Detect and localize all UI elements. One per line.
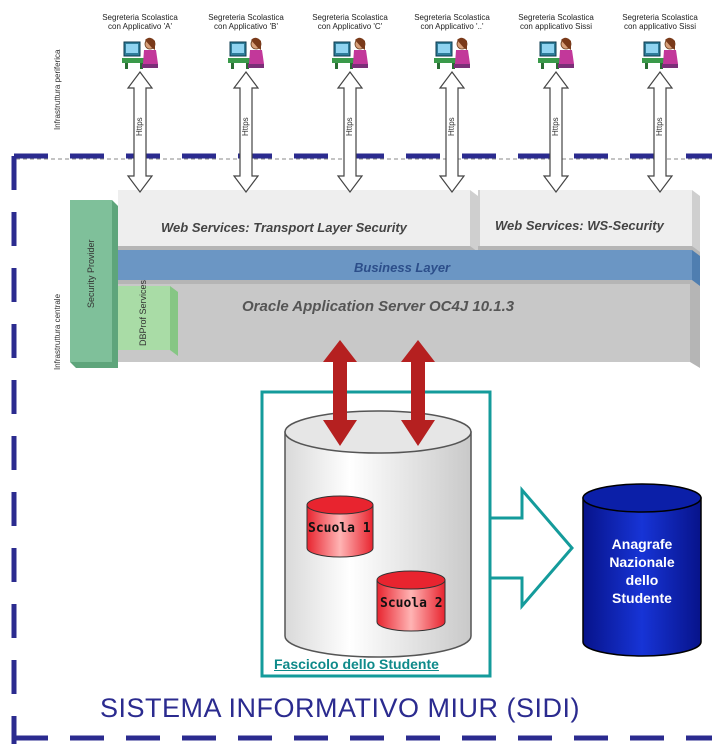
- fascicolo-label: Fascicolo dello Studente: [274, 656, 439, 672]
- https-arrow-1: [126, 71, 154, 193]
- workstation-label-line2: con applicativo Sissi: [519, 22, 593, 31]
- https-label-2: Https: [241, 117, 250, 136]
- school-2-label: Scuola 2: [380, 596, 443, 611]
- transport-security-box: [118, 190, 478, 252]
- workstation-label-line1: Segreteria Scolastica: [622, 13, 698, 22]
- workstation-label-line1: Segreteria Scolastica: [312, 13, 388, 22]
- school-1-db: [306, 495, 374, 558]
- https-arrow-3: [336, 71, 364, 193]
- workstation-1-computer-user-icon: [122, 37, 158, 69]
- workstation-label-line1: Segreteria Scolastica: [518, 13, 594, 22]
- anagrafe-line-4: Studente: [612, 590, 672, 606]
- https-label-3: Https: [345, 117, 354, 136]
- workstation-label-line2: con Applicativo '..': [420, 22, 484, 31]
- https-arrow-6: [646, 71, 674, 193]
- zone-label-central: Infrastruttura centrale: [53, 293, 62, 370]
- https-arrows: [126, 71, 674, 193]
- https-label-1: Https: [135, 117, 144, 136]
- workstation-icons: [122, 37, 678, 69]
- workstation-3-computer-user-icon: [332, 37, 368, 69]
- business-layer-band: [118, 250, 700, 286]
- business-layer-label: Business Layer: [354, 260, 451, 275]
- workstation-5-computer-user-icon: [538, 37, 574, 69]
- https-label-5: Https: [551, 117, 560, 136]
- anagrafe-line-3: dello: [625, 572, 659, 588]
- workstation-label-line1: Segreteria Scolastica: [102, 13, 178, 22]
- https-label-6: Https: [655, 117, 664, 136]
- anagrafe-line-1: Anagrafe: [611, 536, 673, 552]
- sidi-boundary: [11, 153, 712, 744]
- zone-label-peripheral: Infrastruttura periferica: [53, 49, 62, 130]
- workstation-label-line2: con Applicativo 'B': [214, 22, 278, 31]
- system-title: SISTEMA INFORMATIVO MIUR (SIDI): [100, 693, 581, 723]
- workstation-2-computer-user-icon: [228, 37, 264, 69]
- workstation-6-computer-user-icon: [642, 37, 678, 69]
- anagrafe-line-2: Nazionale: [609, 554, 675, 570]
- dbprof-panel: [118, 286, 178, 356]
- app-server-label: Oracle Application Server OC4J 10.1.3: [242, 298, 515, 315]
- transfer-arrow: [488, 485, 574, 611]
- workstation-label-line2: con Applicativo 'A': [108, 22, 172, 31]
- anagrafe-label: Anagrafe Nazionale dello Studente: [587, 535, 697, 607]
- https-arrow-2: [232, 71, 260, 193]
- workstation-label-line2: con Applicativo 'C': [317, 22, 383, 31]
- workstation-label-line2: con applicativo Sissi: [623, 22, 697, 31]
- workstation-label-line1: Segreteria Scolastica: [208, 13, 284, 22]
- https-arrow-4: [438, 71, 466, 193]
- ws-security-box: [478, 190, 700, 252]
- https-label-4: Https: [447, 117, 456, 136]
- school-1-label: Scuola 1: [308, 521, 371, 536]
- security-provider-label: Security Provider: [86, 239, 96, 308]
- school-2-db: [376, 570, 446, 632]
- dbprof-services-label: DBProf Services: [138, 279, 148, 346]
- transport-security-label: Web Services: Transport Layer Security: [161, 220, 407, 235]
- workstation-label-line1: Segreteria Scolastica: [414, 13, 490, 22]
- anagrafe-cylinder: [582, 483, 702, 657]
- https-arrow-5: [542, 71, 570, 193]
- ws-security-label: Web Services: WS-Security: [495, 218, 664, 233]
- db-access-arrows: [323, 340, 435, 446]
- security-provider-panel: [70, 200, 118, 368]
- workstation-4-computer-user-icon: [434, 37, 470, 69]
